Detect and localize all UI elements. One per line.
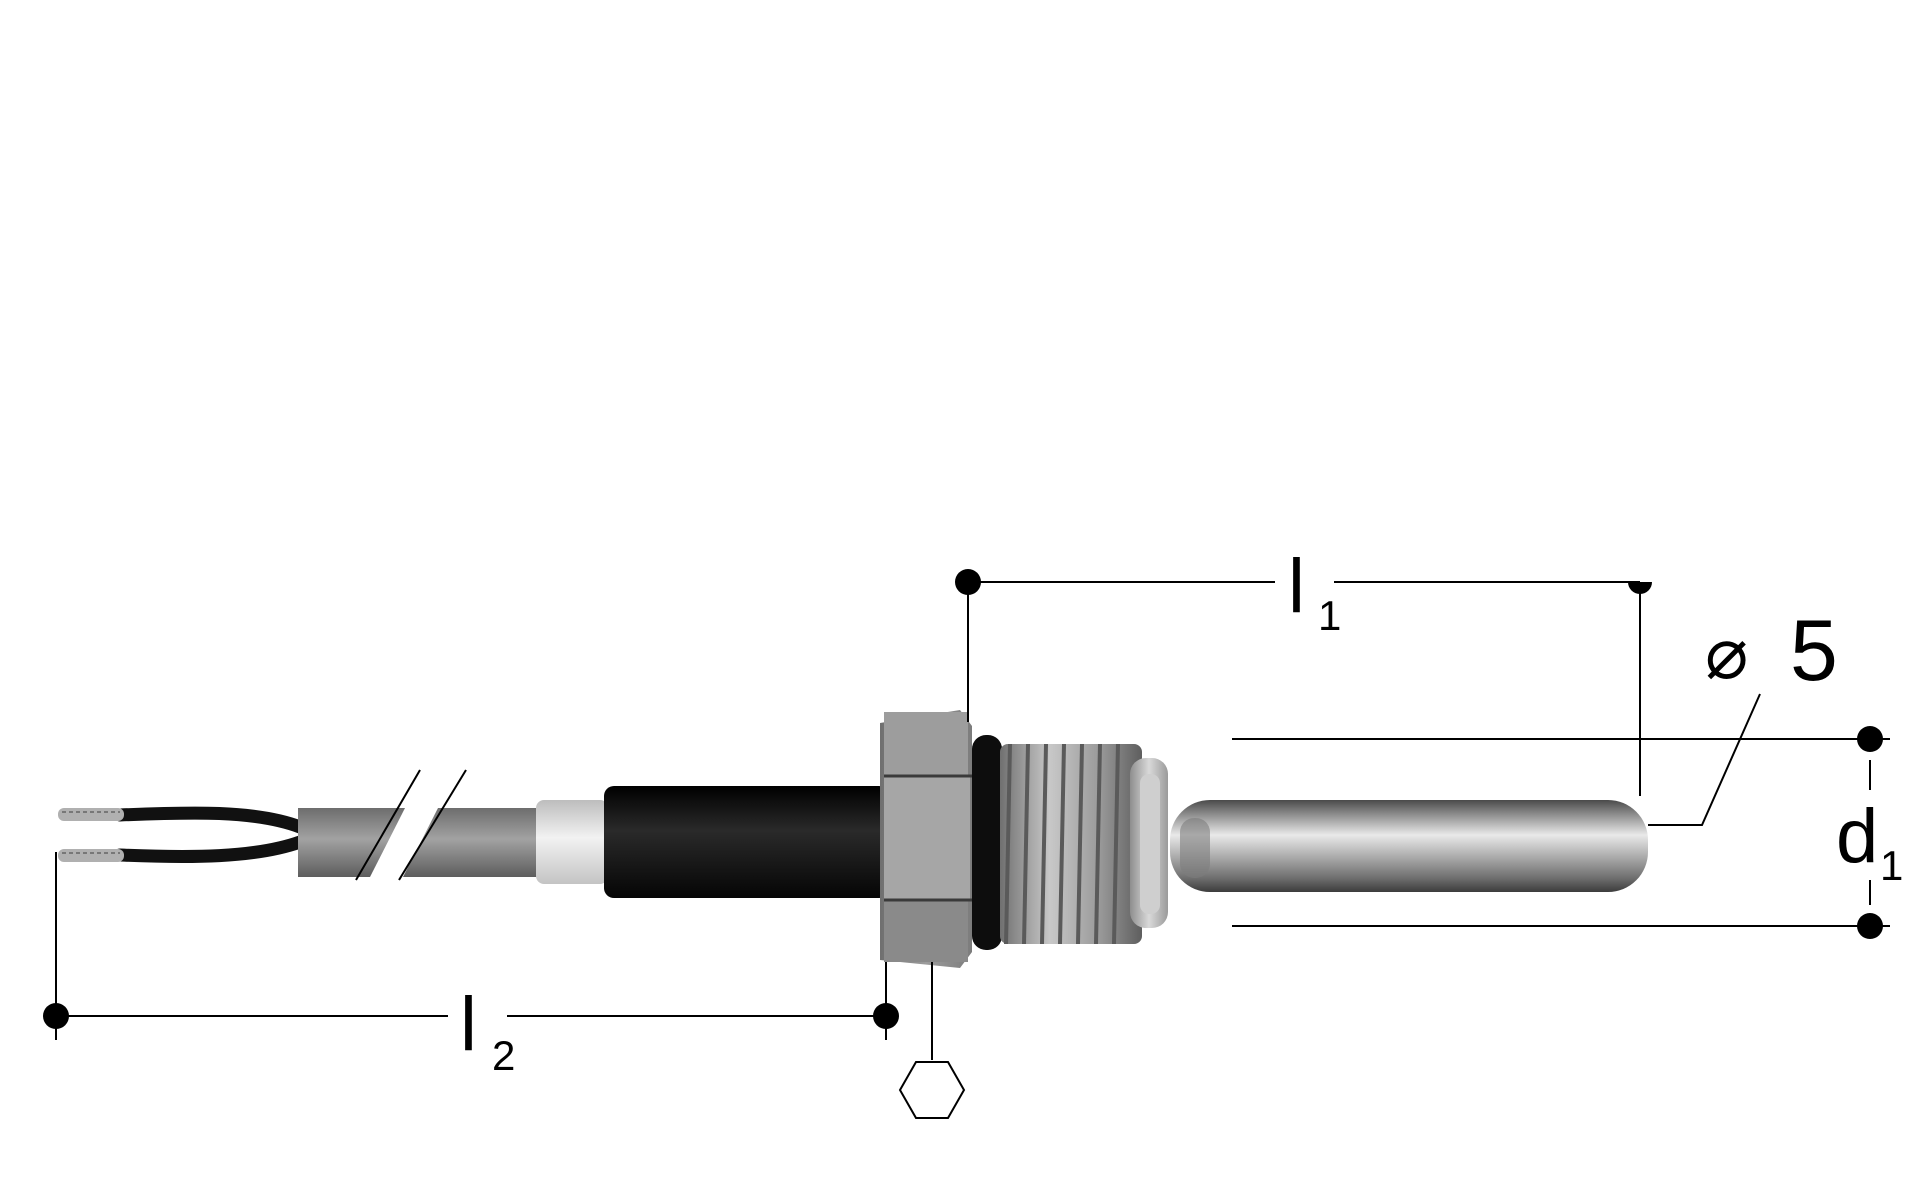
label-l1: l 1 <box>1288 544 1341 639</box>
l2-subscript: 2 <box>492 1032 515 1079</box>
threaded-connection <box>1000 743 1168 945</box>
d1-subscript: 1 <box>1880 842 1903 889</box>
label-l2: l 2 <box>460 982 515 1079</box>
l2-end-dot <box>873 1003 899 1029</box>
label-d1: d 1 <box>1836 794 1903 889</box>
d1-bottom-dot <box>1857 913 1883 939</box>
l2-start-dot <box>43 1003 69 1029</box>
dimension-endpoints <box>43 569 1883 1029</box>
l2-letter: l <box>460 982 477 1067</box>
l1-end-dot <box>1628 582 1652 594</box>
l1-subscript: 1 <box>1318 592 1341 639</box>
label-diameter: ⌀ 5 <box>1705 603 1838 699</box>
d1-letter: d <box>1836 794 1878 879</box>
black-heat-shrink <box>604 786 889 898</box>
diameter-value: 5 <box>1790 603 1838 699</box>
l1-letter: l <box>1288 544 1305 629</box>
cable-jacket <box>298 808 538 877</box>
cable-break-mark <box>355 769 467 881</box>
hex-nut <box>880 710 972 968</box>
white-sleeve <box>536 800 608 884</box>
probe-tube <box>1170 800 1648 892</box>
o-ring <box>972 735 1002 950</box>
signal-wires <box>58 806 307 864</box>
dimension-lines <box>55 581 1890 1060</box>
d1-top-dot <box>1857 726 1883 752</box>
l1-start-dot <box>955 569 981 595</box>
diameter-symbol: ⌀ <box>1705 614 1748 694</box>
hexagon-icon <box>898 1061 966 1119</box>
sensor-product <box>58 710 1648 968</box>
